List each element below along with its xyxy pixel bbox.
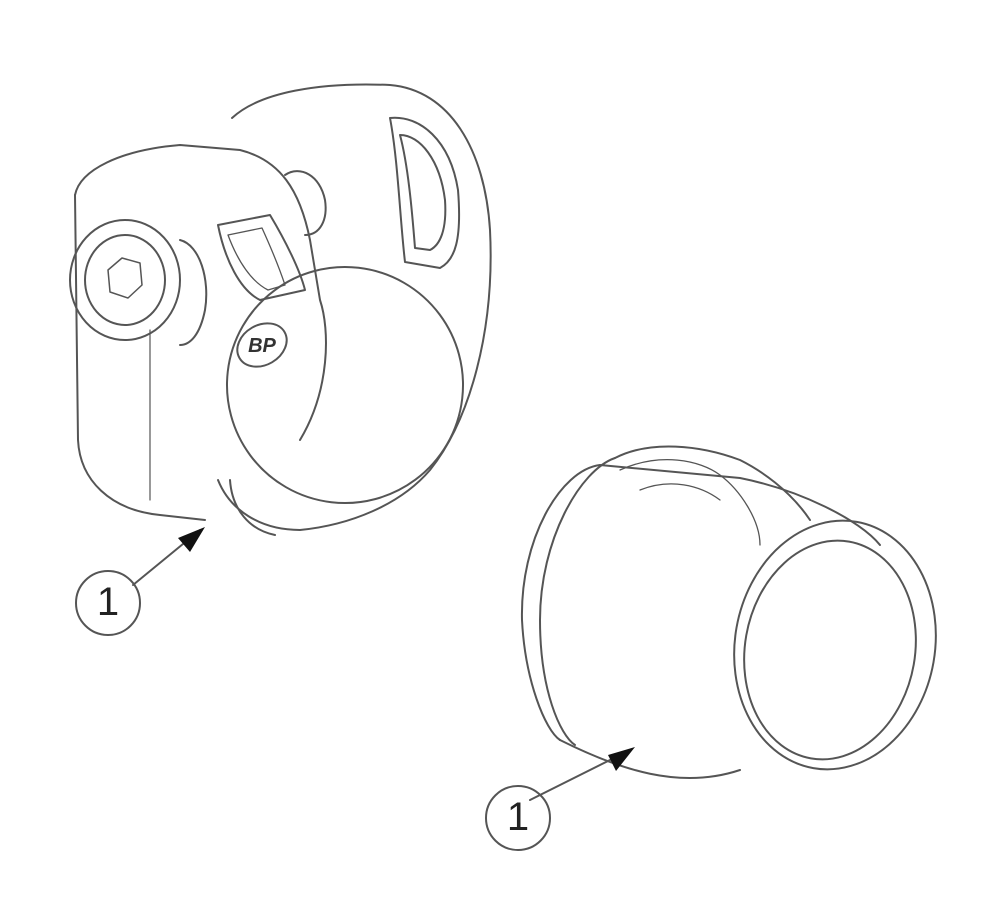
- callout-circle-1: [75, 570, 141, 636]
- callout-number-clamp: 1: [96, 580, 120, 624]
- bushing-part: [520, 445, 937, 780]
- brand-logo: BP: [248, 335, 276, 357]
- arrowhead-2: [608, 747, 635, 771]
- callout-circle-2: [485, 785, 551, 851]
- callout-number-bushing: 1: [506, 795, 530, 839]
- clamp-part: [69, 83, 492, 536]
- arrowhead-1: [178, 527, 205, 552]
